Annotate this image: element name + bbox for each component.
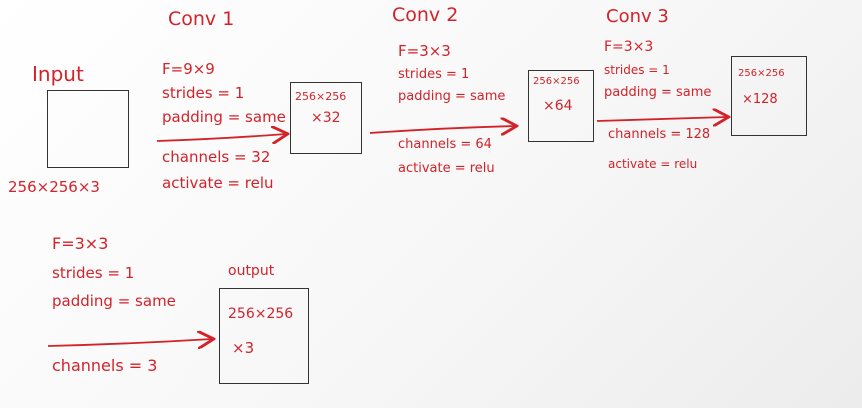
conv2-channels: channels = 64 (398, 137, 492, 152)
conv1-filter: F=9×9 (162, 60, 215, 78)
conv2-filter: F=3×3 (398, 42, 451, 60)
conv3-box-channels: ×128 (742, 92, 778, 107)
conv1-box-channels: ×32 (311, 110, 341, 126)
input-label: Input (32, 62, 84, 86)
conv3-box-dims: 256×256 (738, 68, 785, 79)
conv4-strides: strides = 1 (52, 264, 135, 282)
conv1-strides: strides = 1 (162, 84, 245, 102)
conv4-padding: padding = same (52, 292, 176, 310)
conv3-output-box: 256×256 ×128 (731, 56, 807, 136)
output-label: output (228, 263, 275, 279)
conv4-channels: channels = 3 (52, 356, 158, 375)
conv3-filter: F=3×3 (604, 39, 654, 55)
output-box-dims: 256×256 (228, 306, 294, 322)
arrow-conv4 (47, 339, 212, 346)
input-size: 256×256×3 (8, 178, 100, 196)
conv2-output-box: 256×256 ×64 (528, 70, 594, 142)
conv3-activate: activate = relu (608, 157, 698, 171)
conv2-padding: padding = same (398, 89, 506, 104)
input-box (47, 90, 129, 168)
output-box-channels: ×3 (232, 339, 255, 357)
output-box: 256×256 ×3 (219, 288, 309, 384)
conv2-box-channels: ×64 (543, 98, 573, 114)
conv2-strides: strides = 1 (398, 67, 470, 82)
conv2-title: Conv 2 (392, 4, 459, 26)
arrow-conv1 (156, 134, 286, 141)
arrow-conv3 (596, 117, 727, 121)
conv1-padding: padding = same (162, 108, 286, 126)
arrow-conv2 (369, 126, 515, 133)
conv1-channels: channels = 32 (162, 148, 271, 166)
conv3-channels: channels = 128 (608, 127, 711, 142)
conv3-padding: padding = same (604, 85, 712, 100)
conv4-filter: F=3×3 (52, 234, 109, 253)
conv2-box-dims: 256×256 (533, 76, 580, 87)
conv3-strides: strides = 1 (604, 63, 670, 77)
conv3-title: Conv 3 (606, 6, 669, 27)
conv1-title: Conv 1 (168, 8, 235, 30)
conv1-box-dims: 256×256 (295, 90, 347, 103)
conv2-activate: activate = relu (398, 161, 495, 176)
conv1-activate: activate = relu (162, 174, 274, 192)
conv1-output-box: 256×256 ×32 (290, 82, 362, 154)
